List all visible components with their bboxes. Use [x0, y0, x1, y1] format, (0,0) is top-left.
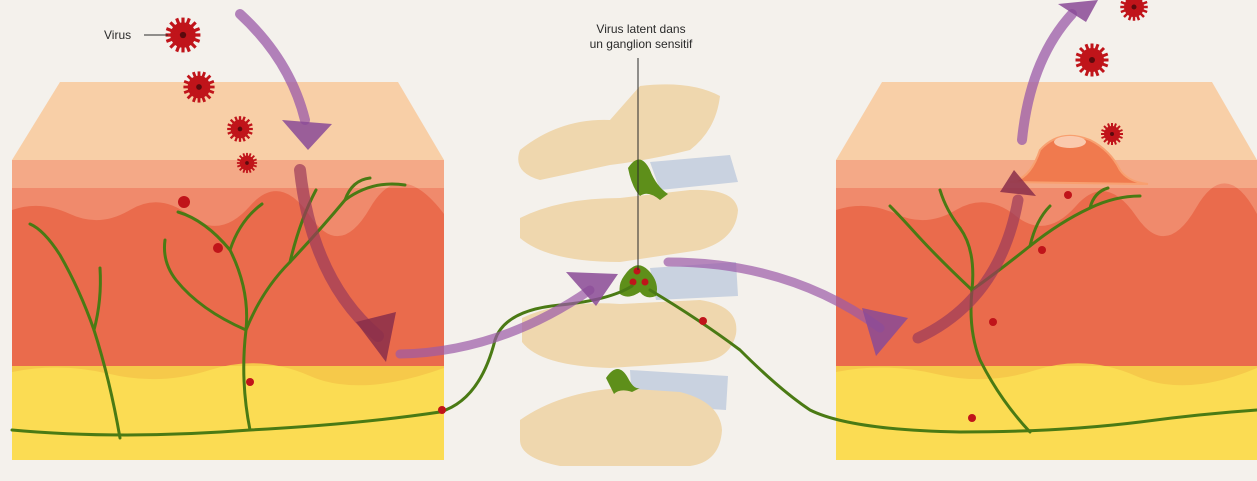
virus-particle-icon [166, 18, 201, 53]
virus-particle-icon [1076, 44, 1109, 77]
virus-dot [246, 378, 254, 386]
virus-particle-icon [1101, 123, 1123, 145]
latent-virus-dot-3 [642, 279, 649, 286]
latent-virus-dot-1 [634, 268, 641, 275]
virus-particle-icon [1120, 0, 1148, 21]
latent-virus-label-line1: Virus latent dans [566, 22, 716, 37]
virus-label: Virus [104, 28, 131, 43]
virus-particle-icon [227, 116, 253, 142]
vertebra-2 [520, 190, 738, 262]
virus-particle-icon [237, 153, 257, 173]
virus-dot [968, 414, 976, 422]
virus-dot [438, 406, 446, 414]
virus-dot [699, 317, 707, 325]
latent-virus-label-line2: un ganglion sensitif [566, 37, 716, 52]
latent-virus-dot-2 [630, 279, 637, 286]
virus-dot [1064, 191, 1072, 199]
virus-dot [989, 318, 997, 326]
left-skin-surface [12, 82, 444, 160]
latent-virus-label: Virus latent dans un ganglion sensitif [566, 22, 716, 52]
left-skin-block [12, 82, 444, 460]
vertebra-4 [520, 388, 722, 466]
disc-1 [650, 155, 738, 190]
right-skin-block [836, 82, 1257, 460]
virus-dot [1038, 246, 1046, 254]
virus-particle-icon [183, 71, 214, 102]
virus-dot [178, 196, 190, 208]
blister-highlight [1054, 136, 1086, 148]
virus-dot [213, 243, 223, 253]
